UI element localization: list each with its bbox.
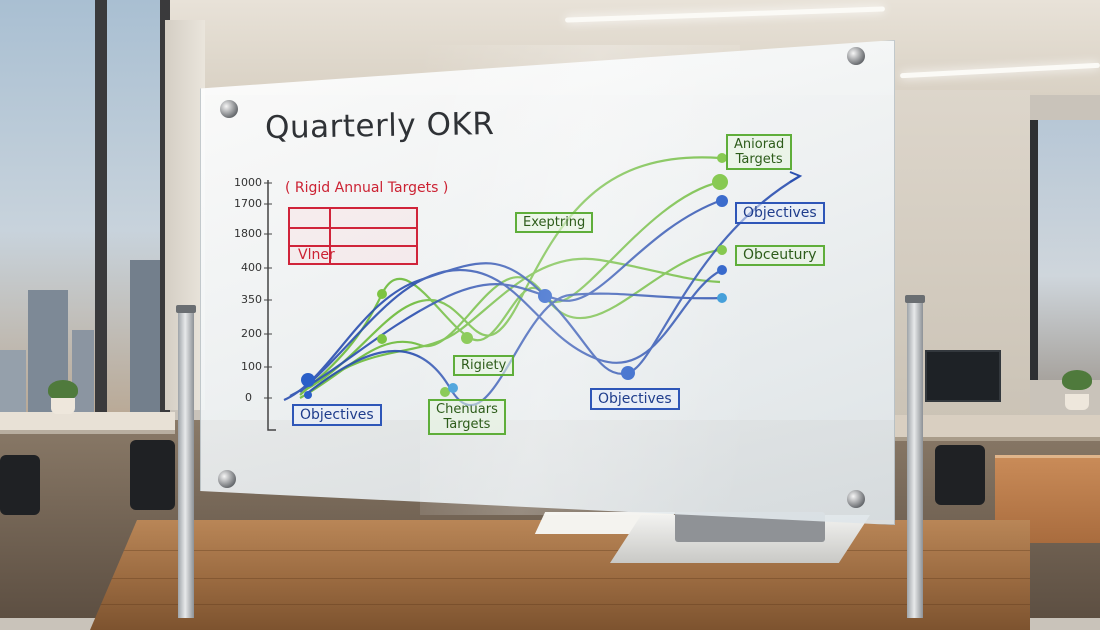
label-rigiety: Rigiety <box>453 355 515 376</box>
label-obceutury: Obceutury <box>735 245 825 266</box>
standoff-bolt <box>220 100 238 118</box>
node-blue <box>304 391 312 399</box>
plant-pot <box>51 398 75 414</box>
node-green <box>377 289 387 299</box>
desk-right <box>895 415 1100 441</box>
standoff-bolt <box>847 47 865 65</box>
city-building <box>72 330 94 420</box>
node-blue <box>538 289 552 303</box>
label-exeptring: Exeptring <box>515 212 594 233</box>
label-objectives-right: Objectives <box>735 202 825 224</box>
label-chenuars-targets: Chenuars Targets <box>428 399 506 435</box>
window-left <box>0 0 170 420</box>
wood-grain <box>90 604 1030 605</box>
label-objectives-mid: Objectives <box>590 388 680 410</box>
y-tick-label: 1000 <box>234 176 262 189</box>
glass-whiteboard <box>200 40 895 525</box>
city-building <box>130 260 165 420</box>
monitor <box>925 350 1001 402</box>
y-tick-label: 1700 <box>234 197 262 210</box>
y-tick-label: 1800 <box>234 227 262 240</box>
y-tick-label: 400 <box>241 261 262 274</box>
rigid-annual-targets-label: ( Rigid Annual Targets ) <box>285 180 449 196</box>
node-blue <box>717 265 727 275</box>
node-green <box>440 387 450 397</box>
plant-pot <box>1065 394 1089 410</box>
node-blue <box>717 293 727 303</box>
board-title: Quarterly OKR <box>264 106 495 146</box>
y-tick-label: 100 <box>241 360 262 373</box>
rigid-targets-box <box>288 207 418 265</box>
node-green <box>712 174 728 190</box>
board-post-right <box>907 300 923 618</box>
board-post-left <box>178 310 194 618</box>
y-axis-ticks <box>264 182 272 399</box>
node-blue <box>301 373 315 387</box>
office-chair <box>935 445 985 505</box>
wooden-table <box>90 520 1030 630</box>
node-blue <box>448 383 458 393</box>
y-tick-label: 200 <box>241 327 262 340</box>
desk-left <box>0 412 175 434</box>
node-blue <box>621 366 635 380</box>
office-chair <box>0 455 40 515</box>
post-cap <box>905 295 925 303</box>
window-right <box>1030 120 1100 380</box>
red-box-text: Vlner <box>298 247 335 263</box>
node-green <box>377 334 387 344</box>
window-frame <box>95 0 107 430</box>
node-green <box>717 153 727 163</box>
node-green <box>461 332 473 344</box>
city-building <box>0 350 26 420</box>
standoff-bolt <box>847 490 865 508</box>
office-chair <box>130 440 175 510</box>
wood-grain <box>90 578 1030 579</box>
chart-nodes <box>301 153 728 399</box>
label-aniorad-targets: Aniorad Targets <box>726 134 793 170</box>
plant <box>48 380 78 400</box>
arrow-head <box>789 171 803 183</box>
y-tick-label: 350 <box>241 293 262 306</box>
plant <box>1062 370 1092 390</box>
wood-grain <box>90 550 1030 551</box>
y-tick-label: 0 <box>245 391 252 404</box>
node-blue <box>716 195 728 207</box>
standoff-bolt <box>218 470 236 488</box>
label-objectives-left: Objectives <box>292 404 382 426</box>
post-cap <box>176 305 196 313</box>
y-axis-line <box>267 180 276 431</box>
node-green <box>717 245 727 255</box>
